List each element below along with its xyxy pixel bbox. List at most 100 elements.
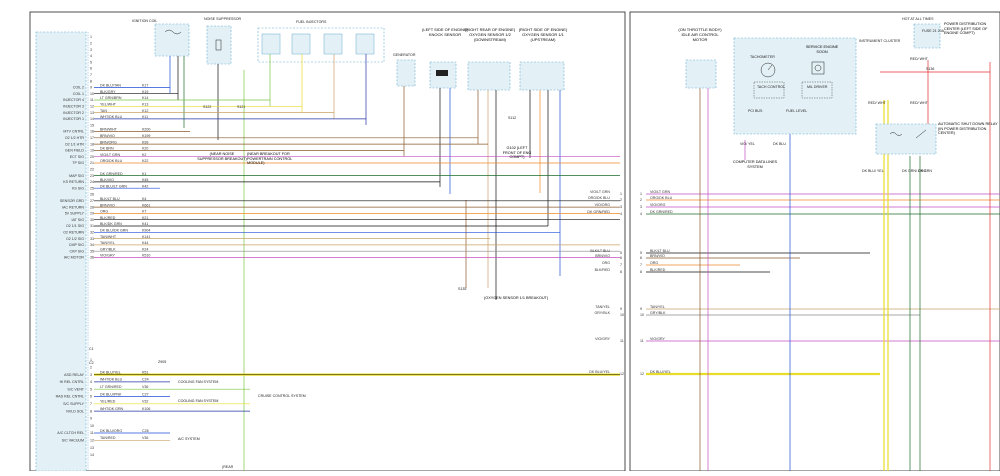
pcm-function-label: COIL 1	[73, 92, 84, 96]
right-pin-number: 10	[640, 313, 644, 317]
wire-color-label: BLK/DK GRN	[100, 222, 122, 226]
pcm-pin-number: 19	[90, 149, 94, 153]
pcm-c2-pin-number: 6	[90, 395, 92, 399]
pdc-label: POWER DISTRIBUTION CENTER (LEFT SIDE OF …	[944, 22, 988, 36]
wire-color-label: VIO/LT GRN	[100, 153, 120, 157]
circuit-id-label: K14	[142, 96, 148, 100]
wire-color-label: BRN/VIO	[100, 203, 115, 207]
pcm-pin-number: 29	[90, 212, 94, 216]
vertical-wires	[169, 54, 561, 471]
right-pin-number: 7	[640, 263, 642, 267]
pcm-pin-number: 34	[90, 243, 94, 247]
throttle-motor-label-wrap: (ON THROTTLE BODY) IDLE AIR CONTROL MOTO…	[678, 28, 721, 42]
right-pin-number: 1	[640, 192, 642, 196]
center-pin-number: 2	[620, 198, 622, 202]
fuse-box	[913, 23, 941, 49]
wire-color-label: ORG/DK BLU	[100, 159, 123, 163]
circuit-id-label: K661	[142, 203, 150, 207]
tach-needle-icon	[767, 64, 773, 71]
mil-driver-label: MIL DRIVER	[807, 85, 828, 89]
dk-blu-label: DK BLU	[773, 142, 786, 146]
pcm-pin-number: 6	[90, 67, 92, 71]
circuit-id-label: K99	[142, 140, 148, 144]
right-pin-number: 9	[640, 307, 642, 311]
fuel-injectors-label: FUEL INJECTORS	[296, 20, 327, 24]
tachometer-label: TACHOMETER	[750, 55, 775, 59]
wire-color-label: WHT/DK GRN	[100, 407, 124, 411]
lamp-icon	[814, 64, 822, 72]
pcm-pin-number: 4	[90, 54, 92, 58]
right-wire-label: VIO/GRY	[650, 337, 666, 341]
center-wire-label: ORG/DK BLU	[588, 196, 611, 200]
right-wire-label: BLK/RED	[650, 268, 666, 272]
wire-color-label: BLK/RED	[100, 216, 116, 220]
pcm-pin-number: 10	[90, 92, 94, 96]
pcm-function-label: INJECTOR 2	[63, 111, 84, 115]
instrument-cluster-label: INSTRUMENT CLUSTER	[859, 39, 901, 43]
injector-1-icon	[355, 33, 375, 55]
center-wire-label: BLK/LT BLU	[590, 249, 610, 253]
splice-s136: S136	[926, 67, 934, 71]
ses-label-wrap: SERVICE ENGINE SOON	[806, 45, 838, 54]
near-noise-note: (NEAR NOISE SUPPRESSOR BREAKOUT)	[197, 152, 247, 161]
circuit-id-label: C28	[142, 429, 149, 433]
circuit-id-label: V32	[142, 400, 148, 404]
circuit-id-label: K199	[142, 134, 150, 138]
cooling-fan-1-label: COOLING FAN SYSTEM	[178, 380, 218, 384]
right-wire-label: ORG	[650, 261, 658, 265]
wire-color-label: DK BLU/YEL	[100, 370, 121, 374]
right-wire-label: BRN/VIO	[650, 254, 665, 258]
splice-s135: S135	[458, 287, 466, 291]
pcm-c2-function-label: ASD RELAY	[64, 373, 85, 377]
pcm-c2-function-label: S/C VENT	[67, 387, 84, 391]
near-noise-note-wrap: (NEAR NOISE SUPPRESSOR BREAKOUT)	[197, 152, 247, 161]
circuit-id-label: K2	[142, 153, 146, 157]
pcm-function-label: O2 RETURN	[63, 231, 84, 235]
pcm-pin-number: 27	[90, 199, 94, 203]
splice-s122: S122	[203, 105, 211, 109]
right-pin-number: 5	[640, 251, 642, 255]
cruise-control-label: CRUISE CONTROL SYSTEM	[258, 394, 306, 398]
pcm-pin-number: 30	[90, 218, 94, 222]
pcm-pin-number: 18	[90, 142, 94, 146]
right-wire-label: VIO/LT GRN	[650, 190, 670, 194]
pcm-function-label: O2 1/1 HTR	[65, 142, 85, 146]
pcm-c2-pin-number: 7	[90, 402, 92, 406]
right-wire-label: TAN/YEL	[650, 305, 665, 309]
center-wire-label: VIO/ORG	[595, 203, 611, 207]
wire-color-label: ORG	[100, 210, 108, 214]
center-wire-label: BLK/RED	[595, 268, 611, 272]
wire-color-label: BRN/VIO	[100, 134, 115, 138]
pcm-c2-function-label: S/C VACUUM	[62, 439, 84, 443]
circuit-id-label: K1	[142, 172, 146, 176]
pcm-c2-pin-number: 8	[90, 409, 92, 413]
wire-color-label: BLK/GRY	[100, 90, 116, 94]
center-pin-number: 12	[620, 372, 624, 376]
center-pin-number: 5	[620, 251, 622, 255]
circuit-id-label: K13	[142, 103, 148, 107]
pcm-function-label: MTV CNTRL	[63, 130, 84, 134]
wire-color-label: WHT/DK BLU	[100, 115, 123, 119]
mil-driver-box	[801, 81, 833, 99]
right-wire-label: VIO/ORG	[650, 203, 666, 207]
pcm-function-label: IAC MOTOR	[64, 256, 85, 260]
pcm-pin-number: 32	[90, 231, 94, 235]
near-breakout-note-wrap: (NEAR BREAKOUT FOR POWERTRAIN CONTROL MO…	[247, 152, 292, 165]
circuit-id-label: K45	[142, 178, 148, 182]
pcm-pin-number: 28	[90, 205, 94, 209]
pcm-pin-number: 23	[90, 174, 94, 178]
pcm-pin-number: 15	[90, 123, 94, 127]
circuit-id-label: K141	[142, 235, 150, 239]
pcm-pin-number: 20	[90, 155, 94, 159]
center-wire-label: DK BLU/YEL	[589, 370, 610, 374]
comp-data-label-wrap: COMPUTER DATA LINES SYSTEM	[733, 160, 777, 169]
tach-control-label: TACH CONTROL	[757, 85, 785, 89]
circuit-id-label: K20	[142, 147, 148, 151]
asd-relay-box	[875, 123, 937, 155]
pcm-connector	[35, 31, 87, 472]
pcm-c2-function-label: NVLD SOL	[66, 409, 84, 413]
pdc-label-wrap: POWER DISTRIBUTION CENTER (LEFT SIDE OF …	[944, 22, 988, 36]
knock-sensor-label-wrap: (LEFT SIDE OF ENGINE) KNOCK SENSOR	[422, 28, 468, 37]
injector-3-icon	[291, 33, 311, 55]
